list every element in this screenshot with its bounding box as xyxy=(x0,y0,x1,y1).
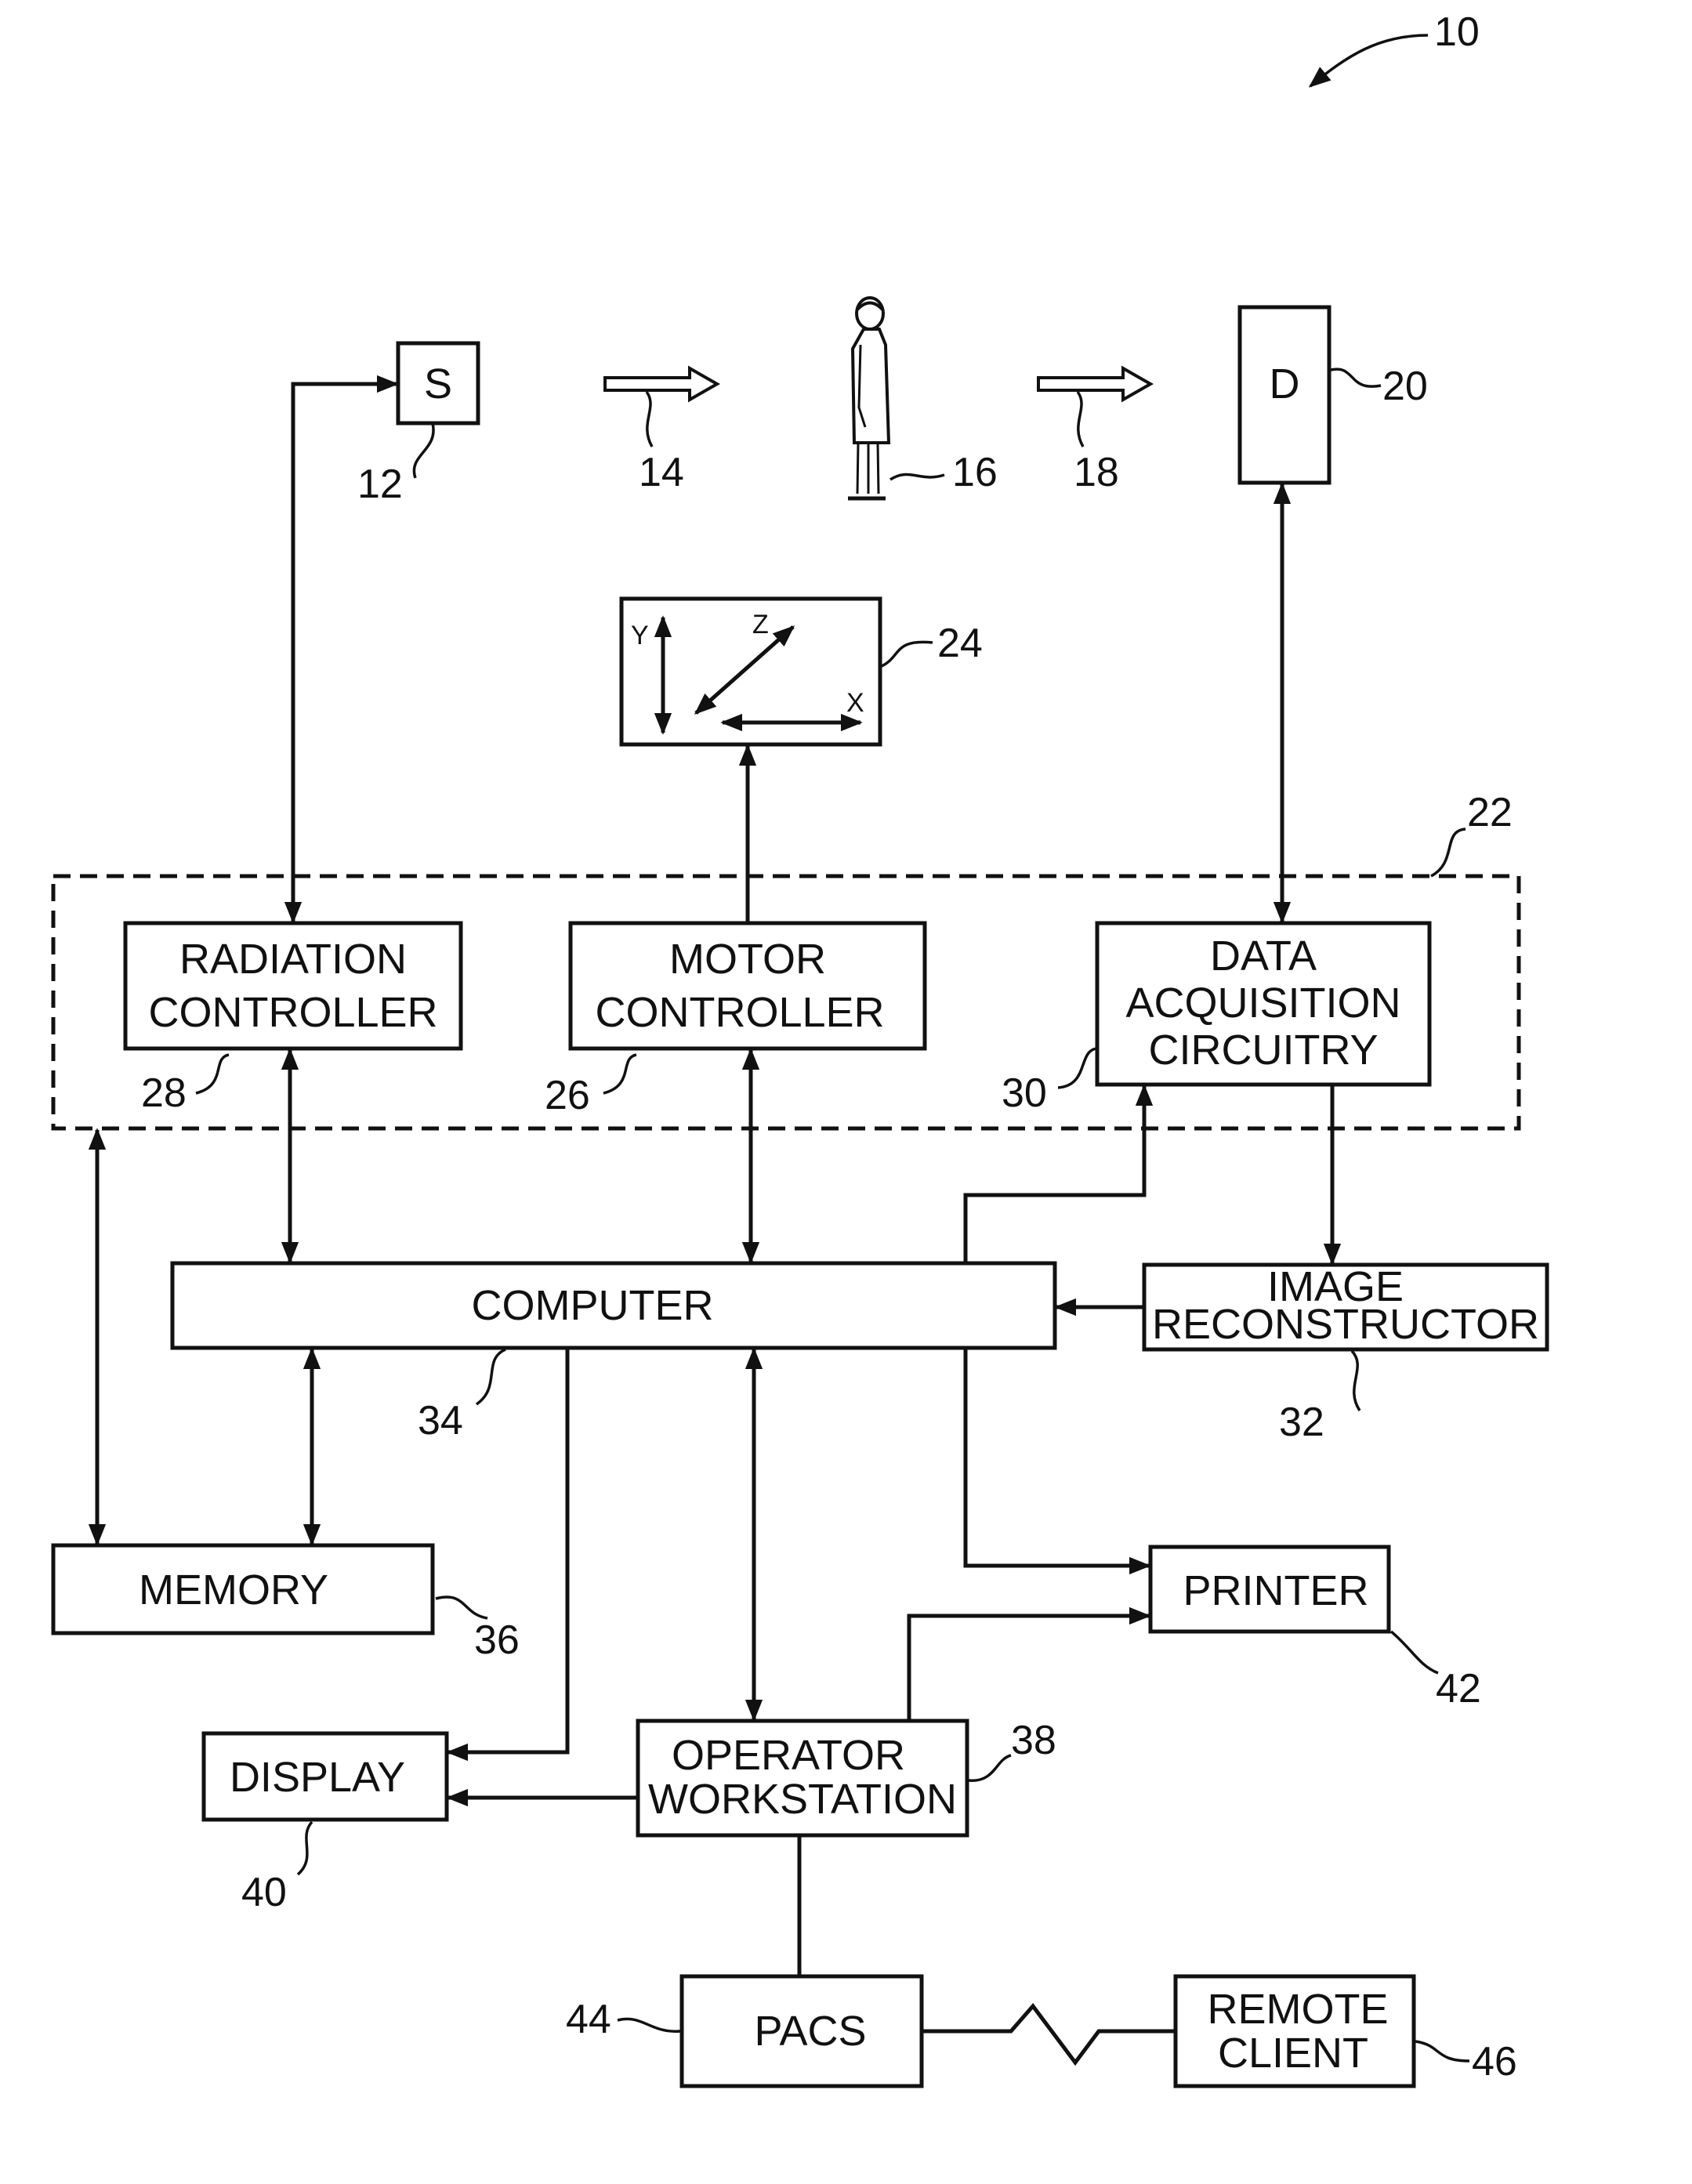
figure-ref-10: 10 xyxy=(1310,9,1480,86)
incident-beam-arrow xyxy=(605,368,717,400)
positioning-system: Y Z X 24 xyxy=(621,599,983,744)
computer-label: COMPUTER xyxy=(472,1282,714,1329)
data-acquisition-ref: 30 xyxy=(1002,1070,1047,1116)
transmitted-beam-arrow xyxy=(1038,368,1150,400)
memory-label: MEMORY xyxy=(139,1566,328,1614)
remote-client-ref: 46 xyxy=(1472,2039,1517,2084)
source-ref: 12 xyxy=(357,462,403,507)
pacs-label: PACS xyxy=(754,2008,866,2055)
motor-controller-ref: 26 xyxy=(545,1073,590,1118)
pacs: PACS 44 xyxy=(566,1976,922,2086)
workstation-to-printer-link xyxy=(909,1616,1149,1721)
radiation-controller: RADIATION CONTROLLER 28 xyxy=(125,923,461,1116)
computer-to-display-link xyxy=(448,1349,567,1752)
axis-y-label: Y xyxy=(631,621,649,650)
computer-ref: 34 xyxy=(418,1398,463,1443)
data-acquisition-line3: CIRCUITRY xyxy=(1148,1027,1378,1074)
printer-ref: 42 xyxy=(1436,1666,1481,1711)
transmitted-beam-ref: 18 xyxy=(1074,450,1119,495)
printer-label: PRINTER xyxy=(1183,1567,1368,1614)
axis-z-label: Z xyxy=(752,610,769,639)
incident-beam-ref: 14 xyxy=(639,450,684,495)
x-ray-source: S 12 xyxy=(357,343,478,507)
operator-workstation: OPERATOR WORKSTATION 38 xyxy=(638,1718,1056,1835)
radiation-controller-line2: CONTROLLER xyxy=(148,989,437,1036)
radiation-controller-ref: 28 xyxy=(141,1070,187,1116)
transmitted-beam: 18 xyxy=(1038,368,1150,495)
computer-to-das-link xyxy=(966,1086,1144,1263)
printer: PRINTER 42 xyxy=(1150,1547,1481,1711)
source-label: S xyxy=(424,360,452,407)
positioning-system-ref: 24 xyxy=(937,621,983,666)
detector: D 20 xyxy=(1240,307,1428,483)
operator-workstation-ref: 38 xyxy=(1011,1718,1056,1763)
display: DISPLAY 40 xyxy=(204,1733,447,1915)
motor-controller: MOTOR CONTROLLER 26 xyxy=(545,923,925,1118)
computer: COMPUTER 34 xyxy=(172,1263,1055,1443)
data-acquisition-line2: ACQUISITION xyxy=(1125,980,1400,1027)
figure-ref-number: 10 xyxy=(1434,9,1480,55)
pacs-to-remote-network-link xyxy=(922,2006,1174,2063)
image-reconstructor-line2: RECONSTRUCTOR xyxy=(1152,1301,1539,1348)
motor-controller-line1: MOTOR xyxy=(669,936,826,983)
radiation-controller-line1: RADIATION xyxy=(179,936,407,983)
computer-to-printer-link xyxy=(966,1349,1149,1566)
pacs-ref: 44 xyxy=(566,1997,611,2042)
axis-x-label: X xyxy=(846,688,864,718)
incident-beam: 14 xyxy=(605,368,717,495)
detector-label: D xyxy=(1270,360,1300,407)
remote-client-line1: REMOTE xyxy=(1207,1986,1388,2033)
remote-client-line2: CLIENT xyxy=(1218,2030,1368,2077)
operator-workstation-line1: OPERATOR xyxy=(672,1732,905,1779)
image-reconstructor: IMAGE RECONSTRUCTOR 32 xyxy=(1144,1263,1547,1445)
memory-ref: 36 xyxy=(474,1617,520,1663)
detector-ref: 20 xyxy=(1382,364,1428,409)
data-acquisition-line1: DATA xyxy=(1210,933,1317,980)
display-label: DISPLAY xyxy=(230,1754,405,1801)
image-reconstructor-ref: 32 xyxy=(1279,1400,1324,1445)
data-acquisition-circuitry: DATA ACQUISITION CIRCUITRY 30 xyxy=(1002,923,1429,1116)
operator-workstation-line2: WORKSTATION xyxy=(648,1776,957,1823)
patient-ref: 16 xyxy=(952,450,998,495)
control-group-ref: 22 xyxy=(1467,790,1513,835)
motor-controller-line2: CONTROLLER xyxy=(595,989,884,1036)
display-ref: 40 xyxy=(241,1870,287,1915)
memory: MEMORY 36 xyxy=(53,1545,520,1663)
remote-client: REMOTE CLIENT 46 xyxy=(1176,1976,1517,2086)
patient-icon: 16 xyxy=(848,298,998,498)
